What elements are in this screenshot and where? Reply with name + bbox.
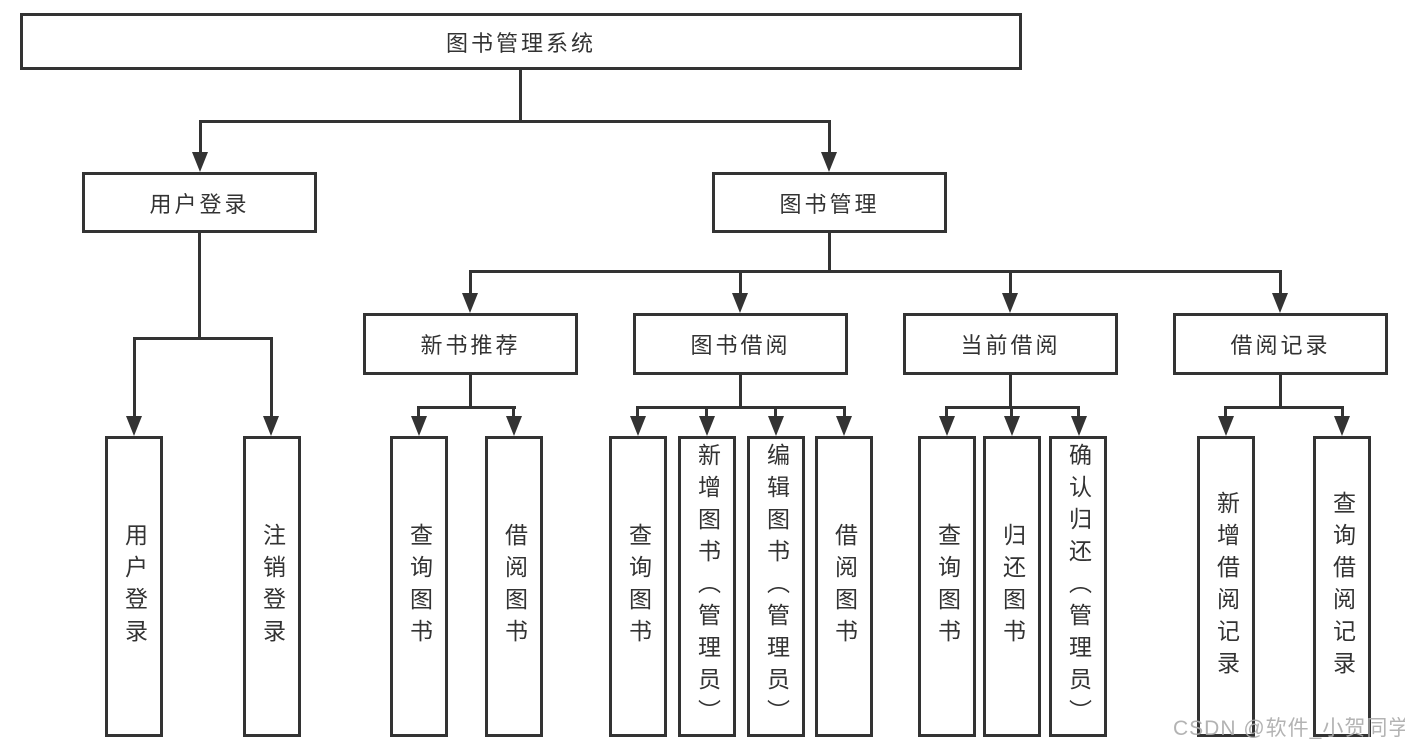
connector-newbook-leaf2-drop [512,406,515,418]
connector-record-drop [1279,270,1282,295]
arrow-down-icon [732,293,748,313]
connector-borrow-leaf3-drop [774,406,777,418]
leaf-label: 查询借阅记录 [1329,490,1356,683]
connector-newbook-leaf1-drop [417,406,420,418]
connector-user-leaf1-drop [133,337,136,417]
connector-level3-rail [469,270,1282,273]
leaf-label: 查询图书 [934,522,961,651]
connector-record-stub [1279,375,1282,406]
connector-user-drop [199,120,202,154]
arrow-down-icon [506,416,522,436]
connector-user-rail [133,337,273,340]
node-current-borrowing: 当前借阅 [903,313,1118,375]
leaf-label: 新增借阅记录 [1213,490,1240,683]
arrow-down-icon [1002,293,1018,313]
connector-newbook-drop [469,270,472,295]
arrow-down-icon [836,416,852,436]
node-book-management: 图书管理 [712,172,947,233]
connector-newbook-rail [417,406,516,409]
connector-borrow-drop [739,270,742,295]
arrow-down-icon [126,416,142,436]
leaf-edit-books-admin: 编辑图书（管理员） [747,436,805,737]
connector-record-leaf1-drop [1224,406,1227,418]
leaf-add-borrow-record: 新增借阅记录 [1197,436,1255,737]
arrow-down-icon [1218,416,1234,436]
connector-current-stub [1009,375,1012,406]
connector-level2-rail [199,120,831,123]
node-user-login: 用户登录 [82,172,317,233]
connector-borrow-stub [739,375,742,406]
leaf-label: 归还图书 [999,522,1026,651]
arrow-down-icon [1004,416,1020,436]
connector-current-leaf1-drop [945,406,948,418]
connector-borrow-leaf2-drop [705,406,708,418]
arrow-down-icon [1071,416,1087,436]
arrow-down-icon [768,416,784,436]
connector-current-leaf2-drop [1010,406,1013,418]
node-root: 图书管理系统 [20,13,1022,70]
leaf-label: 用户登录 [121,522,148,651]
leaf-query-books-1: 查询图书 [390,436,448,737]
arrow-down-icon [411,416,427,436]
leaf-label: 借阅图书 [831,522,858,651]
node-book-borrowing: 图书借阅 [633,313,848,375]
leaf-borrow-books-2: 借阅图书 [815,436,873,737]
leaf-query-borrow-record: 查询借阅记录 [1313,436,1371,737]
leaf-logout: 注销登录 [243,436,301,737]
leaf-return-books: 归还图书 [983,436,1041,737]
watermark: CSDN @软件_小贺同学 [1173,717,1405,740]
leaf-query-books-3: 查询图书 [918,436,976,737]
leaf-label: 确认归还（管理员） [1065,442,1092,731]
connector-borrow-leaf4-drop [843,406,846,418]
connector-current-drop [1009,270,1012,295]
leaf-label: 注销登录 [259,522,286,651]
leaf-label: 新增图书（管理员） [694,442,721,731]
arrow-down-icon [462,293,478,313]
leaf-label: 查询图书 [625,522,652,651]
arrow-down-icon [630,416,646,436]
connector-book-drop [828,120,831,154]
leaf-borrow-books-1: 借阅图书 [485,436,543,737]
connector-record-rail [1224,406,1344,409]
connector-borrow-rail [636,406,846,409]
connector-newbook-stub [469,375,472,406]
connector-root-stub [519,70,522,122]
connector-book-stub [828,233,831,270]
leaf-confirm-return-admin: 确认归还（管理员） [1049,436,1107,737]
connector-user-leaf2-drop [270,337,273,417]
connector-current-leaf3-drop [1077,406,1080,418]
arrow-down-icon [699,416,715,436]
leaf-user-login: 用户登录 [105,436,163,737]
connector-record-leaf2-drop [1341,406,1344,418]
arrow-down-icon [192,152,208,172]
arrow-down-icon [1334,416,1350,436]
leaf-label: 借阅图书 [501,522,528,651]
connector-user-stub [198,233,201,337]
leaf-query-books-2: 查询图书 [609,436,667,737]
connector-borrow-leaf1-drop [636,406,639,418]
leaf-add-books-admin: 新增图书（管理员） [678,436,736,737]
node-new-book-recommend: 新书推荐 [363,313,578,375]
node-borrowing-records: 借阅记录 [1173,313,1388,375]
arrow-down-icon [1272,293,1288,313]
arrow-down-icon [263,416,279,436]
arrow-down-icon [939,416,955,436]
leaf-label: 查询图书 [406,522,433,651]
leaf-label: 编辑图书（管理员） [763,442,790,731]
arrow-down-icon [821,152,837,172]
